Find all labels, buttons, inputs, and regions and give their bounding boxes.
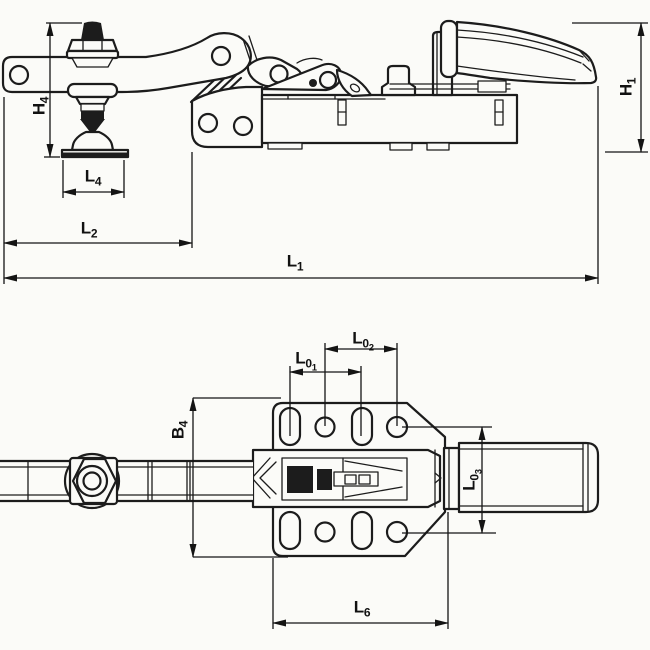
dim-l4 — [62, 160, 125, 198]
dim-l03 — [402, 426, 496, 534]
toggle-linkage — [246, 56, 373, 98]
handle-end-cap — [439, 19, 459, 79]
dim-label-l6: L6 — [353, 597, 371, 620]
spindle-band — [81, 111, 104, 119]
base-body — [260, 93, 519, 145]
plan-view — [0, 343, 600, 629]
dim-label-l02: L02 — [352, 328, 374, 354]
dim-l02 — [324, 343, 398, 426]
dim-label-h1: H1 — [616, 77, 639, 97]
nut-flange — [65, 49, 120, 60]
dim-label-l01: L01 — [295, 348, 317, 374]
pivot-hole — [210, 45, 232, 67]
swivel-washer — [66, 82, 119, 99]
handle — [439, 19, 598, 85]
spindle-shaft — [80, 103, 105, 112]
flange-hole — [197, 112, 219, 134]
hex-nut — [66, 38, 119, 53]
latch-strip — [442, 446, 461, 511]
dim-label-l03: L03 — [459, 469, 485, 491]
dim-label-l4: L4 — [84, 166, 102, 189]
side-view — [1, 19, 648, 284]
dim-h4 — [44, 22, 82, 158]
latch-block — [477, 80, 507, 93]
arm-hole — [8, 64, 30, 86]
spindle-assembly — [60, 21, 130, 159]
base-foot — [267, 142, 303, 150]
clevis-block — [317, 469, 332, 490]
spindle-stud — [81, 21, 104, 40]
rear-mount — [380, 64, 417, 97]
rubber-foot — [70, 130, 115, 152]
pivot-pin-dot — [309, 79, 317, 87]
handle-grip — [455, 20, 598, 85]
base-foot — [426, 142, 450, 151]
arm-boss — [71, 57, 114, 68]
dim-label-b4: B4 — [168, 420, 191, 440]
dim-h1 — [572, 22, 648, 153]
dim-b4 — [189, 397, 288, 558]
clamp-arm — [1, 32, 252, 94]
dim-label-h4: H4 — [29, 96, 52, 116]
dim-l1 — [3, 86, 599, 284]
handle-plan — [457, 441, 600, 514]
dim-label-l2: L2 — [80, 218, 98, 241]
base-foot — [389, 142, 413, 151]
dim-l6 — [272, 512, 449, 629]
dim-l01 — [289, 366, 362, 436]
collar — [74, 95, 111, 106]
arm-rails — [0, 459, 255, 503]
spindle-plan — [63, 452, 121, 510]
dim-label-l1: L1 — [286, 251, 304, 274]
flange-hole — [232, 115, 254, 137]
mounting-holes — [278, 406, 409, 551]
clevis-block — [287, 466, 313, 493]
dim-l2 — [3, 97, 193, 284]
slide-channel — [251, 448, 442, 509]
spindle-cone — [80, 119, 105, 134]
